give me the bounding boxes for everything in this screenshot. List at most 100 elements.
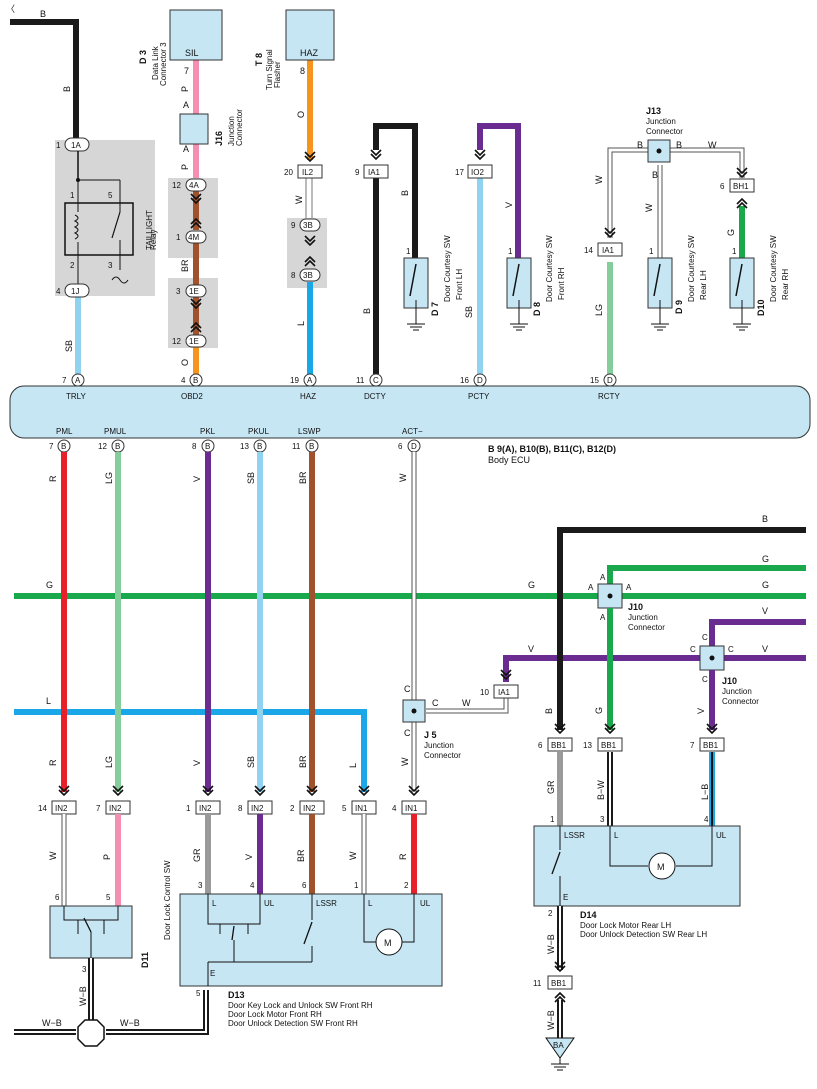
svg-text:LG: LG (104, 472, 114, 484)
svg-text:Door Lock Control SW: Door Lock Control SW (163, 860, 172, 940)
svg-text:GR: GR (546, 780, 556, 794)
svg-text:W: W (644, 203, 654, 212)
svg-text:D 8: D 8 (532, 302, 542, 316)
svg-text:7: 7 (62, 376, 67, 385)
svg-text:Door Courtesy SW: Door Courtesy SW (687, 235, 696, 302)
svg-text:B: B (40, 9, 46, 19)
svg-text:D: D (607, 376, 613, 385)
svg-text:Junction: Junction (628, 613, 658, 622)
svg-text:D 3: D 3 (138, 50, 148, 64)
d13-line1: Door Key Lock and Unlock SW Front RH (228, 1001, 373, 1010)
connector-IN1-4: IN1 4 (392, 800, 427, 815)
svg-text:W: W (462, 698, 471, 708)
d9-switch: 1 D 9 Door Courtesy SW Rear LH (647, 235, 708, 331)
svg-text:9: 9 (355, 168, 360, 177)
svg-text:3: 3 (198, 881, 203, 890)
svg-text:3: 3 (82, 965, 87, 974)
svg-text:2: 2 (70, 261, 75, 270)
svg-text:BH1: BH1 (733, 182, 749, 191)
svg-text:GR: GR (192, 848, 202, 862)
ecu-title: B 9(A), B10(B), B11(C), B12(D) (488, 444, 616, 454)
svg-text:BR: BR (180, 259, 190, 272)
svg-text:11: 11 (292, 442, 301, 451)
svg-text:12: 12 (98, 442, 107, 451)
svg-text:A: A (588, 583, 594, 592)
svg-text:4: 4 (181, 376, 186, 385)
svg-text:R: R (398, 853, 408, 860)
svg-text:BR: BR (296, 849, 306, 862)
svg-text:T 8: T 8 (254, 53, 264, 66)
connector-IA1-rcty: IA1 14 (584, 242, 623, 257)
svg-text:6: 6 (55, 893, 60, 902)
svg-text:SB: SB (246, 472, 256, 484)
svg-text:Connector: Connector (646, 127, 683, 136)
svg-text:6: 6 (720, 182, 725, 191)
svg-text:IN2: IN2 (251, 804, 264, 813)
svg-text:M: M (384, 938, 392, 948)
svg-text:J 5: J 5 (424, 730, 437, 740)
ecu-top-pins: A 7 TRLY B 4 OBD2 A 19 HAZ C 11 DCTY D 1… (62, 373, 620, 401)
svg-text:6: 6 (538, 741, 543, 750)
svg-text:10: 10 (480, 688, 489, 697)
svg-text:Junction: Junction (722, 687, 752, 696)
wire-b-dcty (373, 123, 418, 258)
svg-text:IO2: IO2 (471, 168, 484, 177)
svg-text:IN1: IN1 (355, 804, 368, 813)
svg-text:BR: BR (298, 471, 308, 484)
svg-text:W−B: W−B (78, 986, 88, 1006)
svg-text:W: W (708, 140, 717, 150)
svg-text:G: G (762, 554, 769, 564)
ecu-pin-pml: PML B 7 (49, 427, 73, 453)
d11-switch: 6 5 3 D11 Door Lock Control SW (49, 860, 172, 974)
svg-text:4: 4 (392, 804, 397, 813)
d14-assembly: 1 3 4 LSSR L UL E M (533, 815, 741, 907)
svg-text:B: B (362, 308, 372, 314)
svg-text:20: 20 (284, 168, 293, 177)
svg-text:B: B (544, 708, 554, 714)
ecu-pin-pmul: PMUL B 12 (98, 427, 127, 453)
svg-text:PKL: PKL (200, 427, 216, 436)
svg-text:L: L (46, 696, 51, 706)
svg-text:6: 6 (398, 442, 403, 451)
svg-text:Door Courtesy SW: Door Courtesy SW (769, 235, 778, 302)
connector-IN2-2: IN2 2 (290, 800, 325, 815)
svg-text:G: G (762, 580, 769, 590)
svg-text:IN2: IN2 (303, 804, 316, 813)
svg-text:V: V (192, 760, 202, 766)
svg-text:L: L (348, 763, 358, 768)
svg-text:12: 12 (172, 181, 181, 190)
svg-text:3: 3 (600, 815, 605, 824)
d10-switch: 1 D10 Door Courtesy SW Rear RH (729, 235, 790, 331)
d13-line2: Door Lock Motor Front RH (228, 1010, 322, 1019)
connector-BB1-6: BB1 6 (538, 737, 573, 752)
svg-text:B: B (400, 190, 410, 196)
svg-text:4: 4 (704, 815, 709, 824)
svg-text:B: B (309, 442, 314, 451)
svg-text:IN2: IN2 (55, 804, 68, 813)
svg-text:SB: SB (246, 756, 256, 768)
svg-text:L: L (212, 899, 217, 908)
svg-text:2: 2 (290, 804, 295, 813)
svg-text:C: C (728, 645, 734, 654)
svg-text:D 9: D 9 (674, 300, 684, 314)
svg-text:14: 14 (38, 804, 47, 813)
svg-text:B: B (193, 376, 198, 385)
wire-v-bus (503, 655, 806, 682)
svg-text:P: P (180, 164, 190, 170)
svg-text:Junction: Junction (424, 741, 454, 750)
svg-text:Door Courtesy SW: Door Courtesy SW (545, 235, 554, 302)
svg-text:L−B: L−B (700, 784, 710, 800)
ecu-pin-pkl: PKL B 8 (192, 427, 216, 453)
svg-text:2: 2 (548, 909, 553, 918)
svg-text:1: 1 (186, 804, 191, 813)
svg-text:G: G (594, 707, 604, 714)
svg-text:A: A (626, 583, 632, 592)
svg-text:11: 11 (356, 376, 365, 385)
ecu-pin-act: ACT− D 6 (398, 427, 423, 453)
svg-text:11: 11 (533, 979, 542, 988)
svg-text:SB: SB (64, 340, 74, 352)
svg-text:B: B (205, 442, 210, 451)
svg-text:14: 14 (584, 246, 593, 255)
ecu-pin-trly: A 7 TRLY (62, 373, 87, 401)
svg-text:4M: 4M (188, 233, 199, 242)
